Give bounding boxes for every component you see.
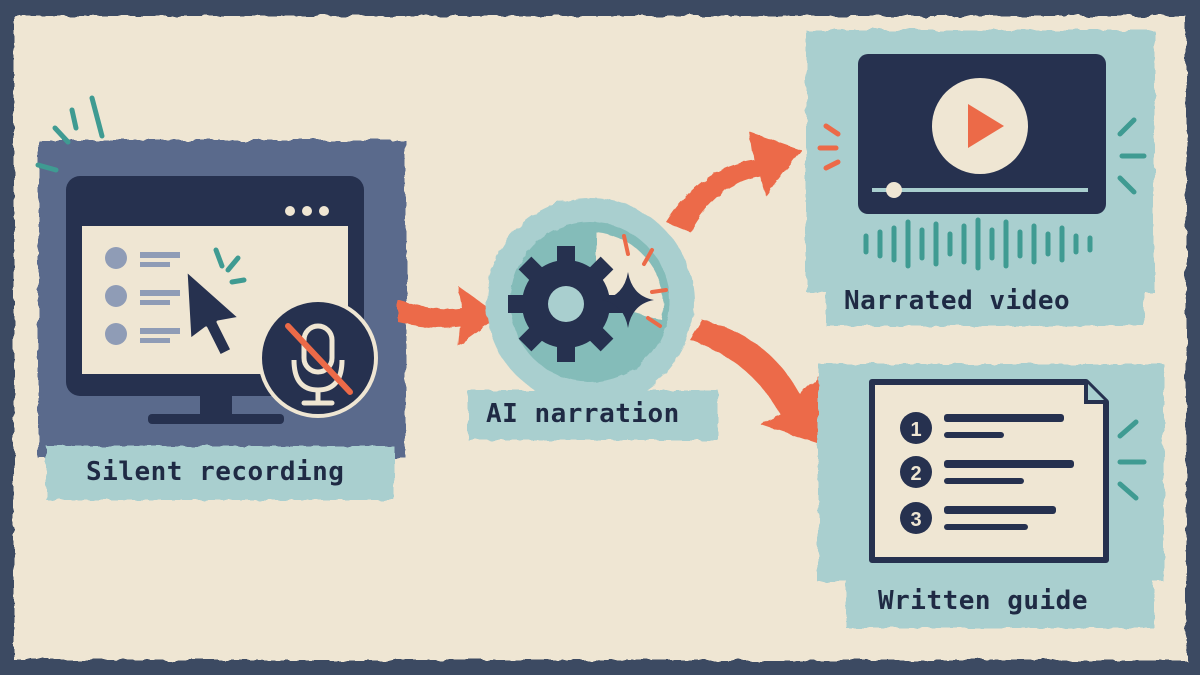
click-lines-icon [213, 247, 247, 285]
guide-emphasis-lines-icon [1117, 419, 1147, 501]
list-number-1: 1 [910, 419, 921, 441]
numbered-list-icon: 1 2 3 [900, 412, 1074, 534]
cursor-icon [184, 268, 242, 358]
recording-label: Silent recording [86, 457, 345, 487]
video-label-strip [826, 278, 1144, 326]
spark-rays-icon [622, 234, 668, 328]
narration-panel [468, 198, 718, 440]
video-panel [806, 30, 1154, 326]
recording-panel [35, 95, 406, 500]
recording-label-strip [46, 446, 394, 500]
video-emphasis-lines-icon [817, 117, 1147, 195]
narration-label-strip [468, 390, 718, 440]
gear-icon [508, 246, 624, 362]
list-number-2: 2 [910, 463, 921, 485]
arrow-to-video [666, 132, 802, 232]
guide-label-strip [846, 576, 1154, 628]
guide-panel: 1 2 3 [818, 364, 1164, 628]
click-burst-icon [35, 95, 105, 173]
sound-wave-icon [863, 217, 1093, 271]
video-label: Narrated video [844, 286, 1071, 316]
arrow-to-narration [398, 286, 500, 346]
list-number-3: 3 [910, 509, 921, 531]
guide-label: Written guide [878, 586, 1088, 616]
narration-label: AI narration [486, 399, 680, 429]
microphone-muted-icon [258, 298, 378, 418]
play-icon [932, 78, 1028, 174]
sparkle-icon [602, 272, 654, 328]
arrow-to-guide [690, 320, 832, 448]
